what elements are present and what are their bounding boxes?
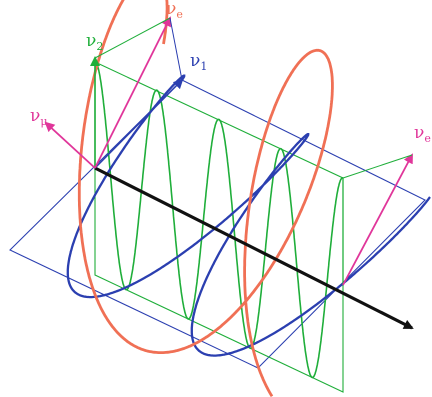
mass-eigenstate-2-plane xyxy=(94,61,344,393)
nu1-label: ν1 xyxy=(190,51,207,73)
mass-eigenstate-1-plane xyxy=(9,79,426,369)
mass-eigenstate-1-wave xyxy=(66,74,431,357)
projection-guide xyxy=(342,154,413,179)
nu-mu-vector-arrow xyxy=(44,121,96,169)
nu-e-label-right: νe xyxy=(414,123,431,145)
nu1-vector-arrow xyxy=(94,78,184,169)
projection-guide xyxy=(94,17,171,59)
nu-e-label-top: νe xyxy=(166,0,183,21)
mass-eigenstate-2-wave xyxy=(94,60,344,379)
nu2-label: ν2 xyxy=(86,31,103,53)
nu-e-vector-arrow-end xyxy=(342,153,413,286)
propagation-axis-arrow xyxy=(94,166,414,330)
nu-e-vector-arrow-origin xyxy=(94,16,171,169)
projection-guide xyxy=(169,17,183,81)
nu-mu-label: νμ xyxy=(30,106,48,128)
electron-flavor-wave xyxy=(77,0,334,397)
